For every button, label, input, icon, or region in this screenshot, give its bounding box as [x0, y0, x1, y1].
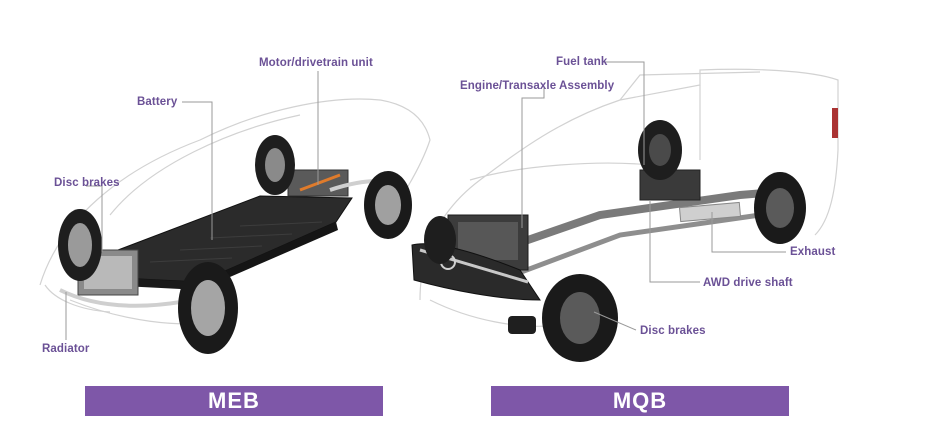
label-radiator: Radiator: [42, 343, 90, 355]
mqb-title-bar: MQB: [491, 386, 789, 416]
label-awd-drive-shaft: AWD drive shaft: [703, 277, 793, 289]
label-engine-transaxle: Engine/Transaxle Assembly: [460, 80, 615, 92]
label-motor-drivetrain-unit: Motor/drivetrain unit: [259, 57, 373, 69]
label-mqb-disc-brakes: Disc brakes: [640, 325, 706, 337]
label-battery: Battery: [137, 96, 178, 108]
meb-title-bar: MEB: [85, 386, 383, 416]
label-meb-disc-brakes: Disc brakes: [54, 177, 120, 189]
label-exhaust: Exhaust: [790, 246, 836, 258]
label-fuel-tank: Fuel tank: [556, 56, 608, 68]
